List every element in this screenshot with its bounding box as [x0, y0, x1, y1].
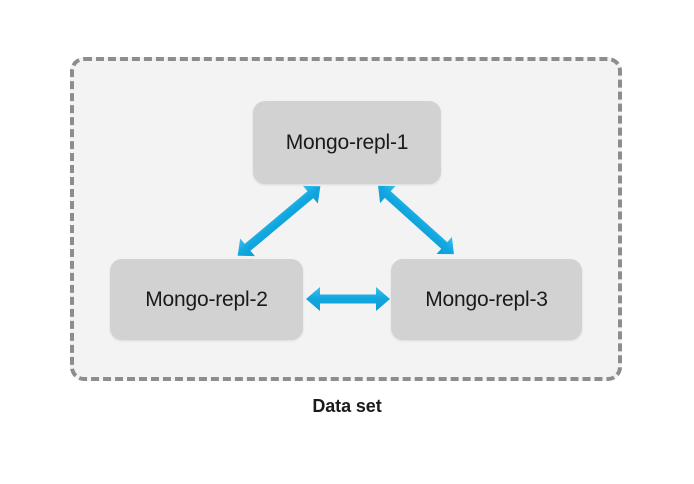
node-label-mongo-repl-2: Mongo-repl-2 [145, 287, 268, 311]
node-mongo-repl-2[interactable]: Mongo-repl-2 [110, 259, 303, 340]
node-mongo-repl-3[interactable]: Mongo-repl-3 [391, 259, 582, 340]
node-mongo-repl-1[interactable]: Mongo-repl-1 [253, 101, 441, 184]
node-label-mongo-repl-1: Mongo-repl-1 [285, 130, 409, 154]
data-set-caption: Data set [312, 396, 382, 416]
node-label-mongo-repl-3: Mongo-repl-3 [425, 287, 548, 311]
